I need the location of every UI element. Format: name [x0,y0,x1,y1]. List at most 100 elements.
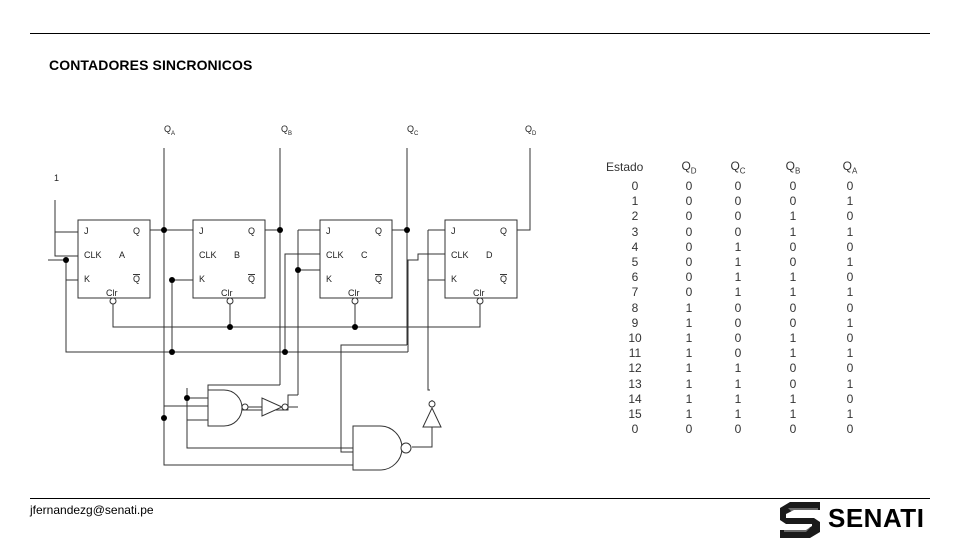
table-cell: 1 [685,391,693,406]
table-cell: 1 [734,407,742,422]
svg-text:Clr: Clr [473,288,485,298]
table-cell: 1 [734,376,742,391]
table-cell: 1 [846,376,854,391]
table-cell: 0 [685,285,693,300]
table-cell: 1 [846,285,854,300]
table-cell: 1 [685,346,693,361]
table-cell: 0 [734,224,742,239]
svg-text:Q: Q [133,274,140,284]
flipflop-c: J Q CLK C K Q Clr [319,219,393,305]
input-label-one: 1 [54,173,59,183]
table-cell: 1 [734,255,742,270]
table-cell: 1 [734,270,742,285]
table-cell: 0 [846,270,854,285]
junction-dots [63,227,410,421]
table-cell: 0 [685,179,693,193]
table-cell: 1 [734,361,742,376]
output-label-qc: QC [407,124,419,137]
svg-text:J: J [451,226,456,236]
table-cell: 3 [631,224,639,239]
table-cell: 0 [734,300,742,315]
table-cell: 0 [734,194,742,209]
svg-text:Clr: Clr [221,288,233,298]
flipflop-b: J Q CLK B K Q Clr [192,219,266,305]
table-cell: 0 [685,270,693,285]
logo-text: SENATI [828,503,925,533]
table-cell: 10 [628,331,642,346]
table-cell: 1 [685,407,693,422]
table-cell: 0 [789,361,797,376]
table-cell: 9 [631,315,639,330]
table-cell: 0 [685,239,693,254]
output-label-qd: QD [525,124,537,137]
svg-text:K: K [199,274,205,284]
svg-text:K: K [451,274,457,284]
table-cell: 0 [846,361,854,376]
table-cell: 0 [631,179,639,193]
table-cell: 1 [734,285,742,300]
output-label-qb: QB [281,124,292,137]
table-cell: 7 [631,285,639,300]
table-cell: 1 [846,194,854,209]
slide-title: CONTADORES SINCRONICOS [49,57,253,73]
table-cell: 1 [846,346,854,361]
not-gate-1 [261,397,298,417]
table-cell: 0 [846,391,854,406]
table-cell: 0 [789,239,797,254]
table-cell: 1 [734,239,742,254]
table-cell: 1 [685,361,693,376]
table-cell: 0 [631,422,639,437]
table-cell: 1 [789,224,797,239]
and-gate-1 [207,389,249,427]
table-cell: 1 [685,331,693,346]
svg-text:B: B [234,250,240,260]
table-cell: 0 [789,315,797,330]
table-cell: 0 [789,422,797,437]
header-qc: QC [730,158,746,176]
table-cell: 4 [631,239,639,254]
svg-text:Q: Q [133,226,140,236]
table-cell: 1 [685,315,693,330]
table-cell: 5 [631,255,639,270]
table-cell: 1 [846,224,854,239]
svg-text:Clr: Clr [348,288,360,298]
table-cell: 1 [734,391,742,406]
table-row: 12 1 1 0 0 [606,361,876,376]
footer-email: jfernandezg@senati.pe [30,503,154,517]
table-cell: 6 [631,270,639,285]
output-label-qa: QA [164,124,175,137]
svg-text:J: J [199,226,204,236]
table-cell: 0 [685,255,693,270]
table-cell: 0 [846,422,854,437]
truth-table-header: Estado QD QC QB QA [606,155,876,179]
table-row: 0 0 0 0 0 [606,422,876,437]
svg-text:Q: Q [500,226,507,236]
table-cell: 0 [734,179,742,193]
counter-circuit-diagram: QA QB QC QD 1 [48,124,537,471]
and-gate-2 [352,425,412,471]
table-cell: 0 [685,422,693,437]
table-cell: 1 [631,194,639,209]
table-cell: 12 [628,361,642,376]
table-cell: 0 [734,422,742,437]
table-cell: 14 [628,391,642,406]
table-cell: 1 [846,255,854,270]
svg-text:CLK: CLK [84,250,102,260]
header-qa: QA [842,158,858,176]
svg-text:J: J [84,226,89,236]
svg-text:Q: Q [375,226,382,236]
table-cell: 1 [846,315,854,330]
